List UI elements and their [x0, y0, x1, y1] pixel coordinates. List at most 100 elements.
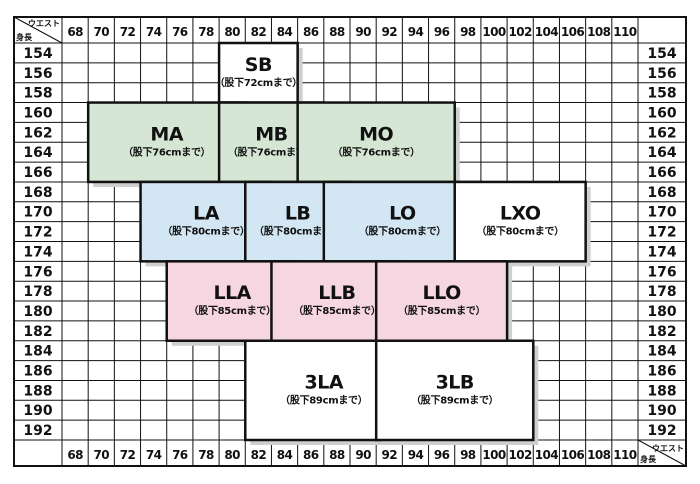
- y-tick-label-left: 168: [23, 185, 52, 201]
- y-tick-label-left: 176: [23, 264, 52, 280]
- x-tick-label-top: 78: [198, 25, 214, 39]
- x-tick-label-bottom: 100: [482, 448, 505, 462]
- x-tick-label-bottom: 76: [172, 448, 188, 462]
- y-tick-label-left: 174: [23, 244, 52, 260]
- y-tick-label-right: 180: [647, 304, 676, 320]
- size-box-llo-note: （股下85cmまで）: [398, 304, 485, 317]
- x-tick-label-top: 74: [146, 25, 162, 39]
- y-tick-label-left: 178: [23, 284, 52, 300]
- size-box-mb-note: （股下76cmまで）: [228, 145, 315, 158]
- size-box-sb-label: SB: [245, 54, 272, 76]
- size-box-lb-label: LB: [285, 203, 311, 225]
- y-tick-label-left: 158: [23, 86, 52, 102]
- x-tick-label-top: 100: [482, 25, 505, 39]
- y-tick-label-right: 164: [647, 145, 676, 161]
- y-tick-label-right: 166: [647, 165, 676, 181]
- x-tick-label-top: 88: [329, 25, 345, 39]
- x-tick-label-bottom: 108: [587, 448, 610, 462]
- x-tick-label-bottom: 70: [94, 448, 110, 462]
- x-tick-label-bottom: 78: [198, 448, 214, 462]
- x-tick-label-top: 110: [613, 25, 636, 39]
- x-tick-label-bottom: 90: [355, 448, 371, 462]
- y-tick-label-left: 192: [23, 423, 52, 439]
- size-box-mo-note: （股下76cmまで）: [333, 145, 420, 158]
- size-box-lxo-label: LXO: [500, 203, 541, 225]
- x-tick-label-bottom: 106: [561, 448, 584, 462]
- y-tick-label-right: 154: [647, 46, 676, 62]
- y-tick-label-right: 184: [647, 344, 676, 360]
- x-tick-label-top: 92: [382, 25, 398, 39]
- size-boxes: SB（股下72cmまで）MA（股下76cmまで）MB（股下76cmまで）MO（股…: [86, 41, 591, 445]
- size-box-la-label: LA: [193, 203, 220, 225]
- size-box-lo-note: （股下80cmまで）: [359, 225, 446, 238]
- y-tick-label-left: 164: [23, 145, 52, 161]
- x-tick-label-top: 86: [303, 25, 319, 39]
- corner-label-height-top: 身長: [16, 32, 33, 42]
- y-tick-label-right: 176: [647, 264, 676, 280]
- size-box-3lb-label: 3LB: [436, 371, 474, 393]
- x-tick-label-top: 84: [277, 25, 293, 39]
- y-tick-label-right: 172: [647, 225, 676, 241]
- y-tick-label-left: 154: [23, 46, 52, 62]
- y-tick-label-right: 170: [647, 205, 676, 221]
- y-tick-label-left: 186: [23, 364, 52, 380]
- size-box-3la-note: （股下89cmまで）: [280, 393, 367, 406]
- size-box-mo: [296, 101, 456, 184]
- x-tick-label-bottom: 98: [460, 448, 476, 462]
- y-tick-label-right: 192: [647, 423, 676, 439]
- size-box-lb-note: （股下80cmまで）: [254, 225, 341, 238]
- y-tick-label-left: 184: [23, 344, 52, 360]
- x-tick-label-bottom: 110: [613, 448, 636, 462]
- corner-diagonal-bottom-right: [637, 439, 687, 467]
- size-box-lla-label: LLA: [213, 282, 251, 304]
- x-tick-label-bottom: 94: [408, 448, 424, 462]
- size-box-ma-note: （股下76cmまで）: [123, 145, 210, 158]
- x-tick-label-bottom: 96: [434, 448, 450, 462]
- x-tick-label-bottom: 102: [509, 448, 532, 462]
- x-tick-label-top: 104: [535, 25, 558, 39]
- size-box-3lb: [374, 339, 535, 442]
- y-tick-label-right: 158: [647, 86, 676, 102]
- size-box-3la-label: 3LA: [305, 371, 344, 393]
- x-tick-label-bottom: 80: [224, 448, 240, 462]
- size-box-sb-note: （股下72cmまで）: [215, 76, 302, 89]
- x-tick-label-top: 76: [172, 25, 188, 39]
- x-tick-label-bottom: 84: [277, 448, 293, 462]
- size-box-mb-label: MB: [255, 123, 287, 145]
- x-tick-label-top: 70: [94, 25, 110, 39]
- x-tick-label-bottom: 74: [146, 448, 162, 462]
- size-box-lxo-note: （股下80cmまで）: [477, 225, 564, 238]
- x-tick-label-top: 108: [587, 25, 610, 39]
- y-tick-label-left: 162: [23, 125, 52, 141]
- x-tick-label-bottom: 86: [303, 448, 319, 462]
- y-tick-label-left: 190: [23, 403, 52, 419]
- size-box-lla-note: （股下85cmまで）: [189, 304, 276, 317]
- x-tick-label-top: 80: [224, 25, 240, 39]
- x-tick-label-top: 72: [120, 25, 136, 39]
- y-tick-label-right: 174: [647, 244, 676, 260]
- y-tick-label-right: 178: [647, 284, 676, 300]
- x-tick-label-bottom: 88: [329, 448, 345, 462]
- size-box-ma-label: MA: [150, 123, 183, 145]
- x-tick-label-bottom: 82: [251, 448, 267, 462]
- chart-frame: [13, 16, 687, 467]
- y-tick-label-left: 172: [23, 225, 52, 241]
- y-tick-label-left: 166: [23, 165, 52, 181]
- x-tick-label-top: 102: [509, 25, 532, 39]
- x-tick-label-top: 106: [561, 25, 584, 39]
- x-tick-label-top: 94: [408, 25, 424, 39]
- x-tick-label-top: 68: [67, 25, 83, 39]
- size-box-llb-label: LLB: [318, 282, 355, 304]
- y-tick-label-right: 182: [647, 324, 676, 340]
- size-box-lo-label: LO: [389, 203, 416, 225]
- x-tick-label-top: 98: [460, 25, 476, 39]
- y-tick-label-right: 188: [647, 383, 676, 399]
- y-tick-label-right: 168: [647, 185, 676, 201]
- y-tick-label-right: 186: [647, 364, 676, 380]
- corner-label-waist-bottom: ウエスト: [652, 444, 684, 453]
- x-tick-label-bottom: 92: [382, 448, 398, 462]
- y-tick-label-left: 188: [23, 383, 52, 399]
- y-tick-label-left: 160: [23, 105, 52, 121]
- y-tick-label-right: 156: [647, 66, 676, 82]
